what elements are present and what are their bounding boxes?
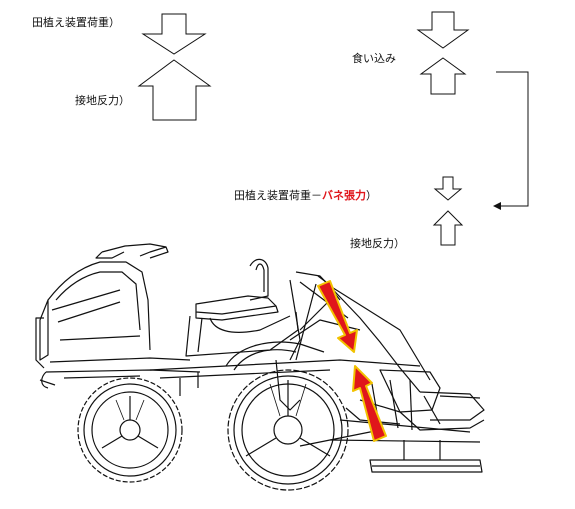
label-bottom-reaction: 接地反力） bbox=[350, 237, 405, 250]
label-bottom-load-suffix: ） bbox=[366, 189, 377, 202]
load-arrow-down-small bbox=[433, 176, 463, 201]
load-arrow-down bbox=[141, 13, 207, 55]
connector-line bbox=[496, 71, 529, 207]
label-sink: 食い込み bbox=[352, 52, 396, 65]
label-bottom-load-prefix: 田植え装置荷重－ bbox=[234, 189, 322, 202]
connector-arrowhead bbox=[493, 202, 501, 210]
spring-arrow-up bbox=[352, 365, 387, 442]
spring-force-arrows bbox=[317, 280, 387, 442]
label-top-load: 田植え装置荷重） bbox=[32, 16, 120, 29]
label-spring-tension: バネ張力 bbox=[322, 189, 366, 202]
rear-wheel bbox=[227, 369, 349, 491]
rice-transplanter-drawing bbox=[35, 243, 485, 473]
label-top-reaction: 接地反力） bbox=[75, 94, 130, 107]
reaction-arrow-up-right bbox=[419, 57, 467, 95]
label-bottom-load: 田植え装置荷重－バネ張力） bbox=[234, 189, 377, 203]
reaction-arrow-up-small bbox=[432, 210, 464, 246]
front-wheel bbox=[77, 377, 183, 483]
spring-arrow-down bbox=[317, 280, 358, 353]
reaction-arrow-up bbox=[137, 59, 212, 121]
load-arrow-down-right bbox=[416, 11, 470, 49]
